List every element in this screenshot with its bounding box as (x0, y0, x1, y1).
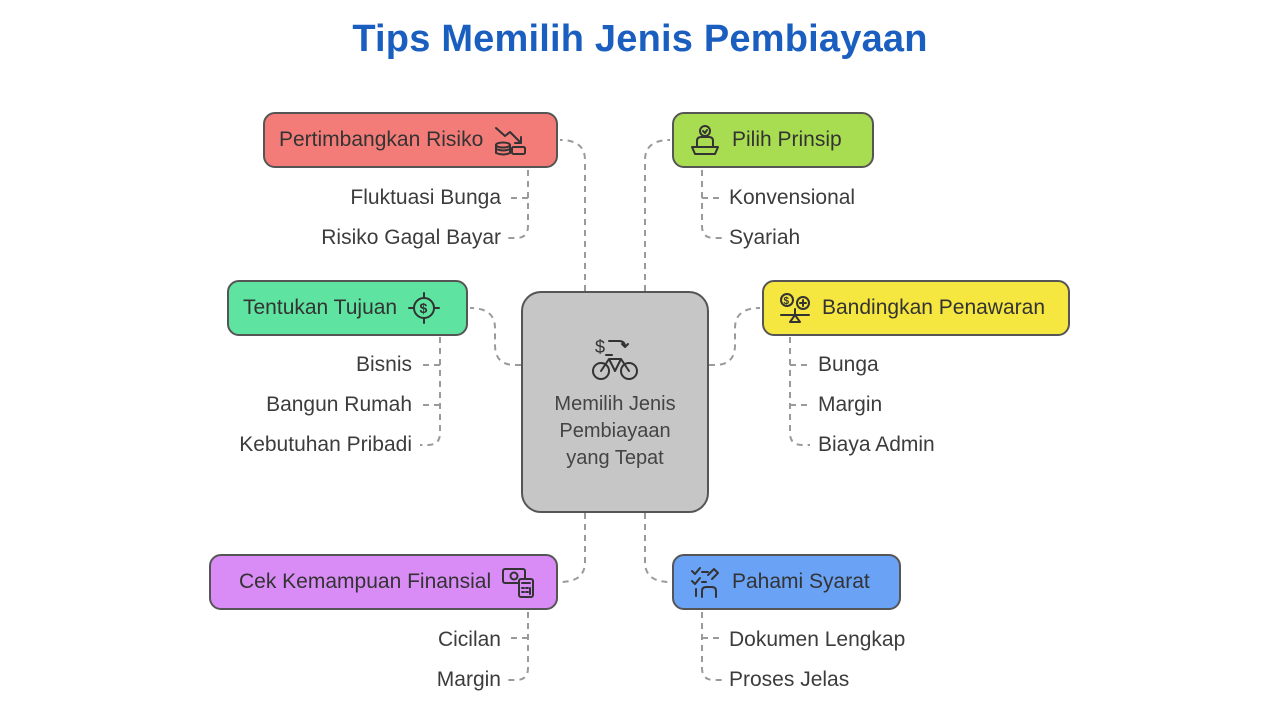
branch-risiko-label: Pertimbangkan Risiko (279, 128, 484, 151)
branch-prinsip[interactable]: Pilih Prinsip (672, 112, 874, 168)
declining-chart-coins-icon (493, 123, 527, 157)
checklist-hand-icon (688, 565, 722, 599)
branch-syarat[interactable]: Pahami Syarat (672, 554, 901, 610)
list-item: Margin (818, 393, 883, 416)
list-item: Proses Jelas (729, 668, 850, 691)
list-item: Fluktuasi Bunga (350, 186, 501, 209)
page-title: Tips Memilih Jenis Pembiayaan (352, 18, 928, 60)
list-item: Margin (436, 668, 501, 691)
connector-tujuan (469, 307, 521, 366)
branch-risiko[interactable]: Pertimbangkan Risiko (263, 112, 558, 168)
connector-risiko (559, 139, 586, 291)
list-item: Risiko Gagal Bayar (321, 226, 501, 249)
list-item: Bunga (818, 353, 879, 376)
list-item: Bangun Rumah (266, 393, 412, 416)
target-dollar-icon: $ (407, 291, 441, 325)
branch-syarat-label: Pahami Syarat (732, 570, 870, 593)
connector-syarat (644, 513, 671, 583)
list-item: Kebutuhan Pribadi (239, 433, 412, 456)
list-item: Biaya Admin (818, 433, 935, 456)
person-at-desk-icon (688, 123, 722, 157)
svg-text:$: $ (784, 296, 790, 307)
branch-tujuan-label: Tentukan Tujuan (243, 296, 398, 319)
list-item: Konvensional (729, 186, 856, 209)
list-item: Bisnis (355, 353, 412, 376)
branch-finansial-label: Cek Kemampuan Finansial (239, 570, 492, 593)
branch-penawaran-label: Bandingkan Penawaran (822, 296, 1046, 319)
connector-finansial (559, 513, 586, 583)
list-item: Dokumen Lengkap (729, 628, 906, 651)
list-item: Syariah (729, 226, 801, 249)
branch-finansial[interactable]: Cek Kemampuan Finansial (209, 554, 558, 610)
center-node: $ Memilih Jenis Pembiayaan yang Tepat (521, 291, 709, 513)
list-item: Cicilan (437, 628, 501, 651)
branch-tujuan[interactable]: Tentukan Tujuan $ (227, 280, 468, 336)
branch-prinsip-label: Pilih Prinsip (732, 128, 842, 151)
money-calculator-icon (501, 565, 535, 599)
connector-prinsip (644, 139, 671, 291)
center-text: Memilih Jenis Pembiayaan yang Tepat (554, 392, 676, 469)
svg-text:$: $ (420, 300, 428, 316)
branch-penawaran[interactable]: $ Bandingkan Penawaran (762, 280, 1070, 336)
svg-text:$: $ (595, 337, 605, 357)
balance-scale-dollar-icon: $ (778, 291, 812, 325)
connector-penawaran (709, 307, 761, 366)
money-bicycle-icon: $ (592, 337, 638, 380)
